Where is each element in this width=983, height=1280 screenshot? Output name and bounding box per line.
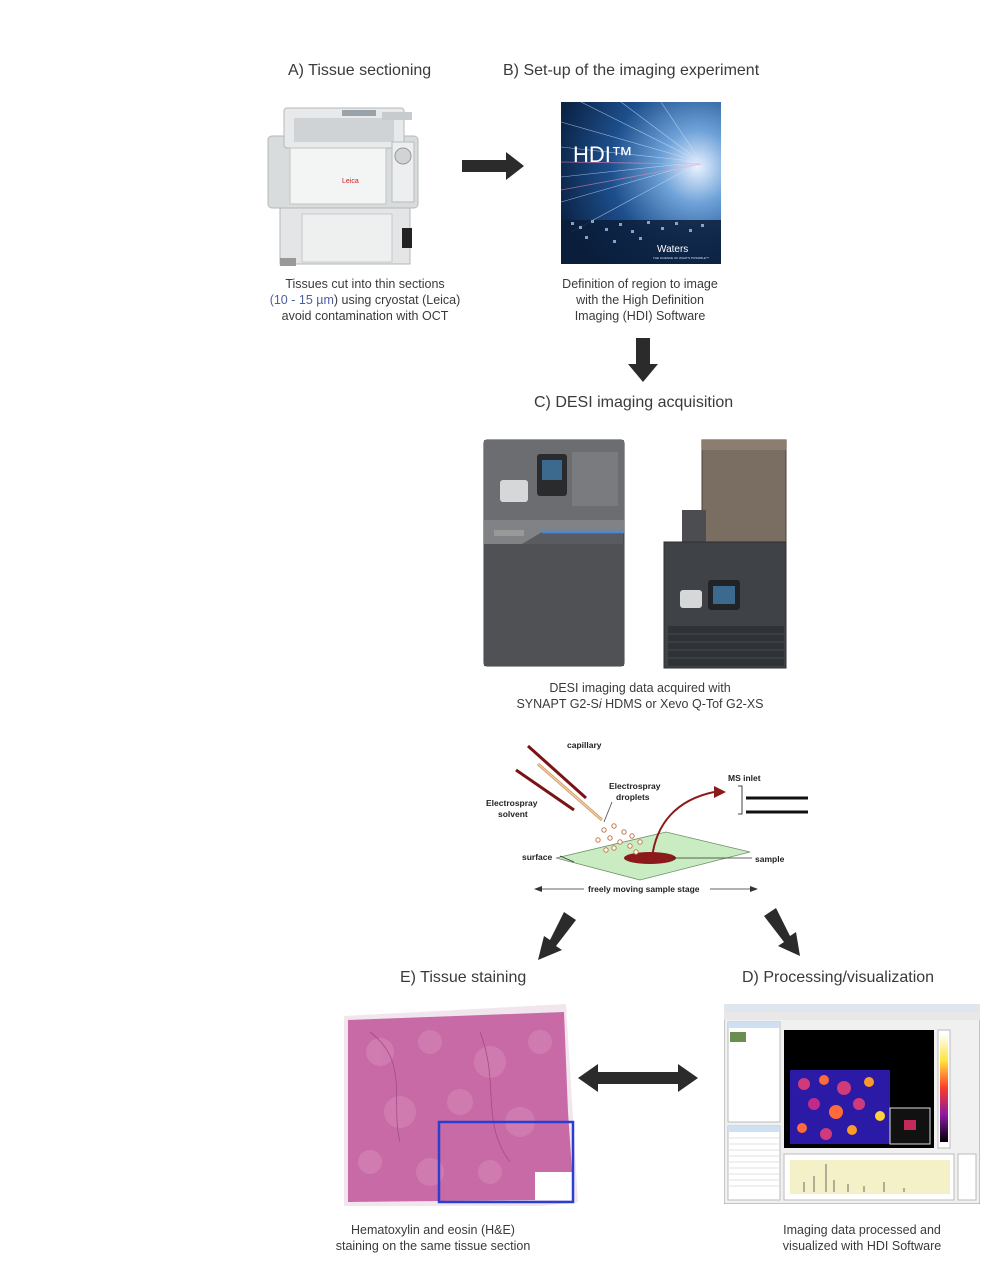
label-surface: surface: [522, 852, 553, 862]
cryostat-image: Leica: [267, 107, 419, 266]
step-e-caption: Hematoxylin and eosin (H&E) staining on …: [300, 1222, 566, 1254]
hdi-software-screenshot: [724, 1004, 980, 1204]
double-arrow-icon: [578, 1064, 698, 1092]
label-droplets-2: droplets: [616, 792, 650, 802]
step-c-title: C) DESI imaging acquisition: [534, 394, 734, 411]
step-b-caption-line1: Definition of region to image: [562, 277, 718, 291]
step-a-caption-line2: ) using cryostat (Leica): [333, 293, 461, 307]
label-stage: freely moving sample stage: [588, 884, 700, 894]
step-d-caption-line2: visualized with HDI Software: [782, 1239, 942, 1253]
label-capillary: capillary: [567, 740, 602, 750]
step-a-caption-line3: avoid contamination with OCT: [281, 309, 449, 323]
mass-spectrometers-image: [483, 439, 787, 669]
label-electrospray-solvent-1: Electrospray: [486, 798, 538, 808]
hdi-software-cover: HDI™ Waters THE SCIENCE OF WHAT'S POSSIB…: [561, 102, 721, 264]
step-c-caption-line2a: SYNAPT G2-S: [516, 697, 599, 711]
label-electrospray-solvent-2: solvent: [498, 809, 528, 819]
arrow-down-left-icon: [538, 912, 576, 960]
leica-logo: Leica: [342, 178, 359, 185]
he-tissue-image: [344, 1004, 578, 1206]
step-d-caption: Imaging data processed and visualized wi…: [740, 1222, 983, 1254]
label-sample: sample: [755, 854, 785, 864]
step-d-caption-line1: Imaging data processed and: [783, 1223, 941, 1237]
step-e-title: E) Tissue staining: [400, 969, 527, 986]
desi-schematic: [515, 744, 808, 895]
label-droplets-1: Electrospray: [609, 781, 661, 791]
step-e-caption-line2: staining on the same tissue section: [335, 1239, 531, 1253]
roi-box: [437, 1120, 575, 1204]
waters-tagline: THE SCIENCE OF WHAT'S POSSIBLE™: [653, 256, 709, 260]
step-c-caption-line1: DESI imaging data acquired with: [549, 681, 731, 695]
step-b-caption-line2: with the High Definition: [576, 293, 704, 307]
step-a-caption-line1: Tissues cut into thin sections: [285, 277, 445, 291]
step-b-title: B) Set-up of the imaging experiment: [503, 62, 760, 79]
step-b-caption-line3: Imaging (HDI) Software: [574, 309, 706, 323]
step-a-caption-range: (10 - 15 µm: [269, 293, 334, 307]
step-c-caption-line2b: HDMS or Xevo Q-Tof G2-XS: [601, 697, 764, 711]
step-a-caption: Tissues cut into thin sections (10 - 15 …: [240, 276, 490, 324]
step-d-title: D) Processing/visualization: [742, 969, 935, 986]
hdi-logo-text: HDI™: [573, 142, 633, 167]
step-b-caption: Definition of region to image with the H…: [515, 276, 765, 324]
step-a-title: A) Tissue sectioning: [288, 62, 432, 79]
step-c-caption-line2-italic: i: [598, 697, 602, 711]
label-ms-inlet: MS inlet: [728, 773, 761, 783]
step-e-caption-line1: Hematoxylin and eosin (H&E): [351, 1223, 515, 1237]
arrow-right-icon: [462, 152, 524, 180]
arrow-down-right-icon: [764, 908, 800, 956]
waters-brand: Waters: [657, 244, 688, 255]
step-c-caption: DESI imaging data acquired with SYNAPT G…: [490, 680, 790, 712]
arrow-down-icon: [628, 338, 658, 382]
